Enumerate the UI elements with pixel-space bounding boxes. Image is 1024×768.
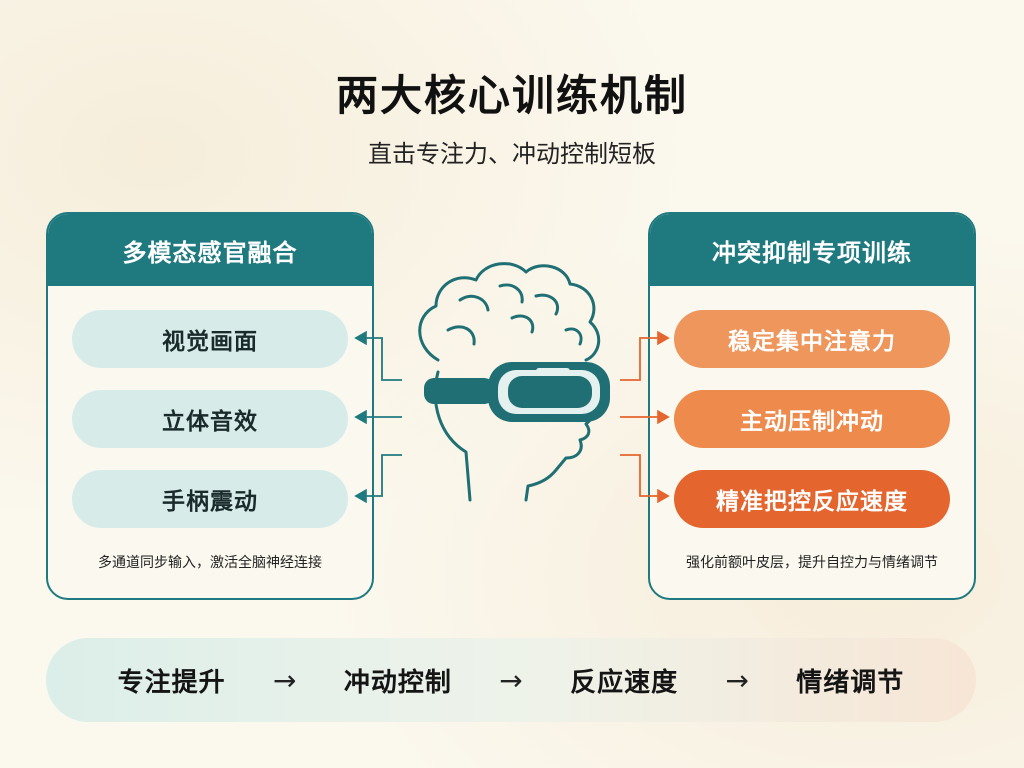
pill-impulse: 主动压制冲动	[674, 390, 950, 448]
flow-step-impulse: 冲动控制	[343, 667, 452, 698]
pill-reaction: 精准把控反应速度	[674, 470, 950, 528]
page-title: 两大核心训练机制	[335, 71, 688, 120]
page-subtitle: 直击专注力、冲动控制短板	[368, 140, 656, 168]
flow-arrow-icon: →	[725, 663, 749, 697]
panel-conflict-inhibition: 冲突抑制专项训练 稳定集中注意力 主动压制冲动 精准把控反应速度 强化前额叶皮层…	[648, 212, 976, 600]
pill-audio: 立体音效	[72, 390, 348, 448]
panel-conflict-note: 强化前额叶皮层，提升自控力与情绪调节	[686, 555, 938, 571]
pill-focus: 稳定集中注意力	[674, 310, 950, 368]
vr-headset-icon	[424, 362, 610, 422]
pill-visual: 视觉画面	[72, 310, 348, 368]
panel-conflict-heading: 冲突抑制专项训练	[650, 214, 974, 286]
flow-arrow-icon: →	[499, 663, 523, 697]
flow-step-focus: 专注提升	[117, 667, 226, 698]
effect-flow-bar: 专注提升 → 冲动控制 → 反应速度 → 情绪调节	[46, 638, 976, 722]
panel-multimodal: 多模态感官融合 视觉画面 立体音效 手柄震动 多通道同步输入，激活全脑神经连接	[46, 212, 374, 600]
flow-arrow-icon: →	[273, 663, 297, 697]
panel-multimodal-note: 多通道同步输入，激活全脑神经连接	[98, 555, 322, 571]
flow-step-reaction: 反应速度	[570, 667, 679, 698]
head-vr-icon	[418, 262, 601, 502]
pill-haptic: 手柄震动	[72, 470, 348, 528]
flow-step-emotion: 情绪调节	[796, 667, 905, 698]
panel-multimodal-heading: 多模态感官融合	[48, 214, 372, 286]
